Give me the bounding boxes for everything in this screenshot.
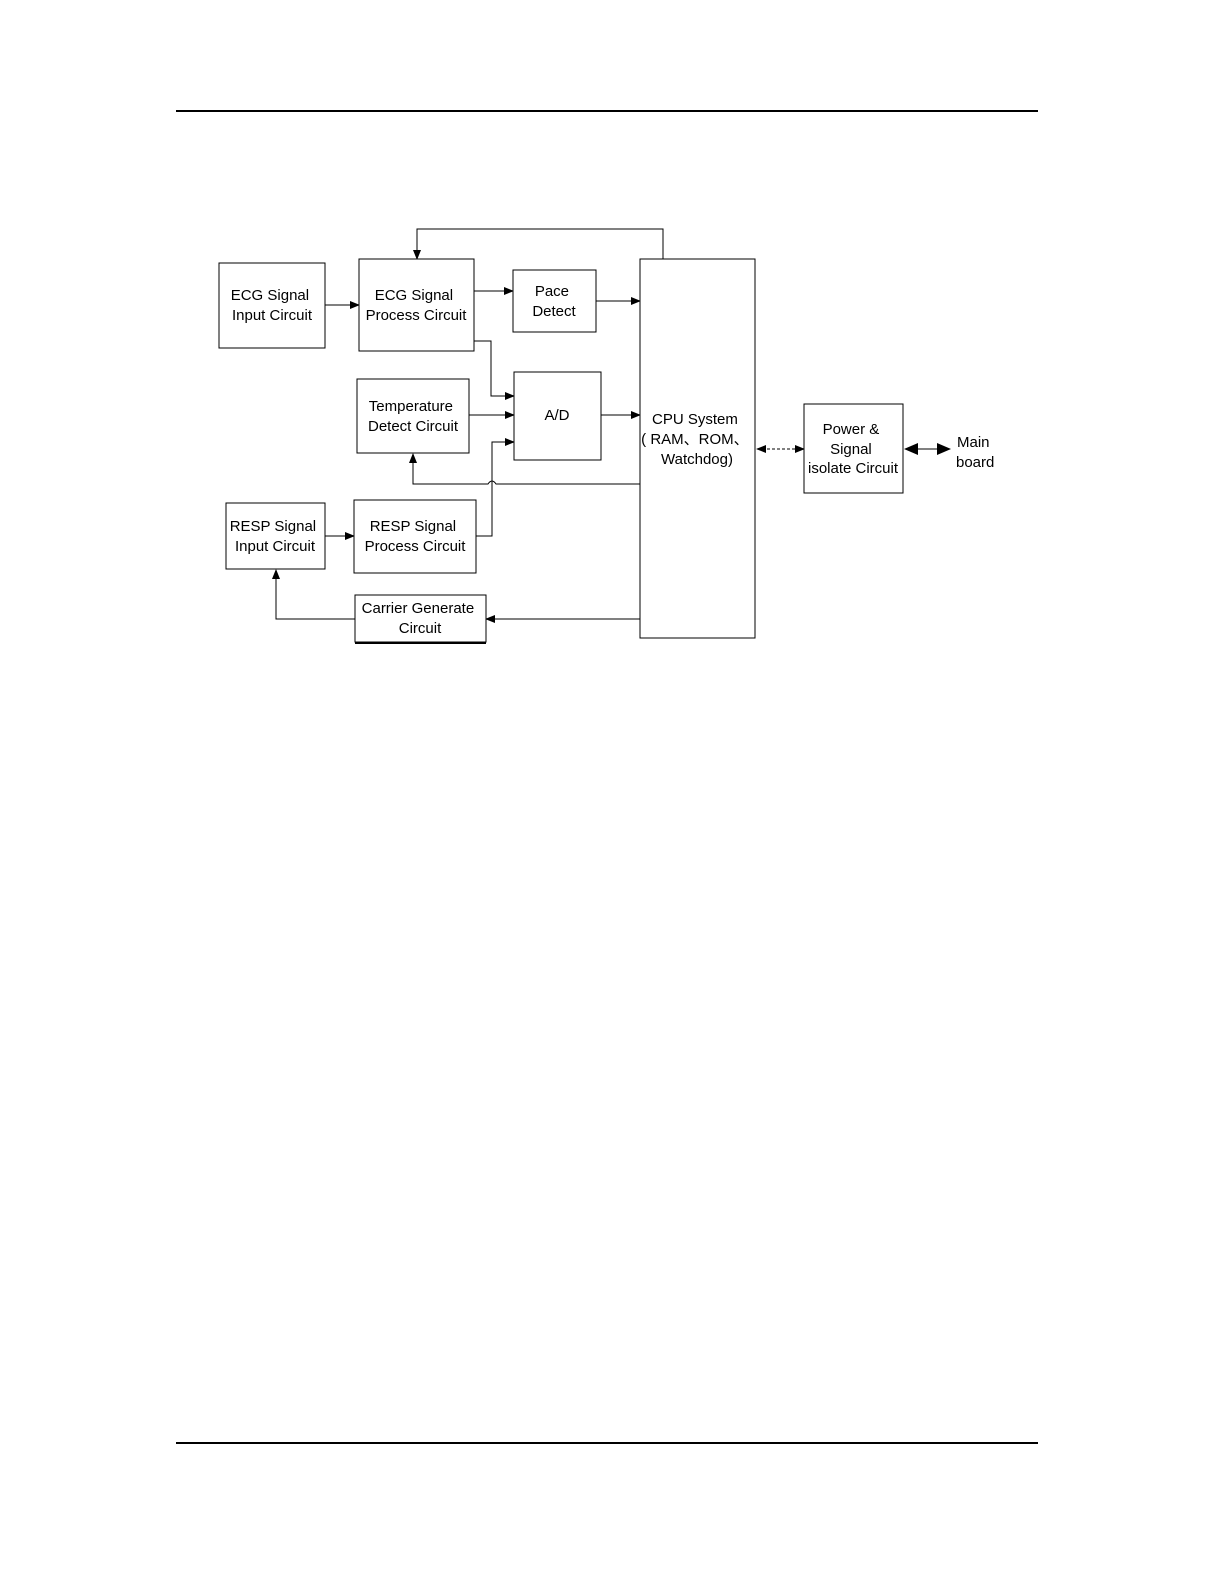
- resp-process-box: [354, 500, 476, 573]
- label-line: Process Circuit: [365, 538, 467, 555]
- temperature-detect-box: [357, 379, 469, 453]
- label-line: board: [956, 454, 994, 471]
- edge-carrier-to-resp-input: [276, 570, 355, 619]
- label-line: Power &: [823, 421, 880, 438]
- label-line: ( RAM、ROM、: [641, 431, 749, 448]
- label-line: Input Circuit: [232, 307, 313, 324]
- label-line: CPU System: [652, 411, 738, 428]
- label-line: isolate Circuit: [808, 460, 899, 477]
- label-line: Pace: [535, 283, 569, 300]
- ad-label: A/D: [544, 407, 569, 424]
- ecg-input-box: [219, 263, 325, 348]
- label-line: Main: [957, 434, 990, 451]
- label-line: A/D: [544, 407, 569, 424]
- resp-input-box: [226, 503, 325, 569]
- label-line: Process Circuit: [366, 307, 468, 324]
- edge-cpu-to-ecg-process: [417, 229, 663, 259]
- label-line: Detect: [532, 303, 576, 320]
- edge-ecg-process-to-ad: [474, 341, 514, 396]
- labels: ECG Signal Input Circuit ECG Signal Proc…: [230, 283, 995, 637]
- cpu-system-box: [640, 259, 755, 638]
- ecg-process-box: [359, 259, 474, 351]
- label-line: ECG Signal: [375, 287, 453, 304]
- main-board-label: Main board: [956, 434, 994, 471]
- label-line: Signal: [830, 441, 872, 458]
- label-line: Input Circuit: [235, 538, 316, 555]
- label-line: Circuit: [399, 620, 442, 637]
- label-line: Detect Circuit: [368, 418, 459, 435]
- pace-detect-box: [513, 270, 596, 332]
- label-line: Temperature: [369, 398, 453, 415]
- label-line: RESP Signal: [370, 518, 456, 535]
- edge-resp-process-to-ad: [476, 442, 514, 536]
- label-line: RESP Signal: [230, 518, 316, 535]
- label-line: Watchdog): [661, 451, 733, 468]
- label-line: ECG Signal: [231, 287, 309, 304]
- label-line: Carrier Generate: [362, 600, 475, 617]
